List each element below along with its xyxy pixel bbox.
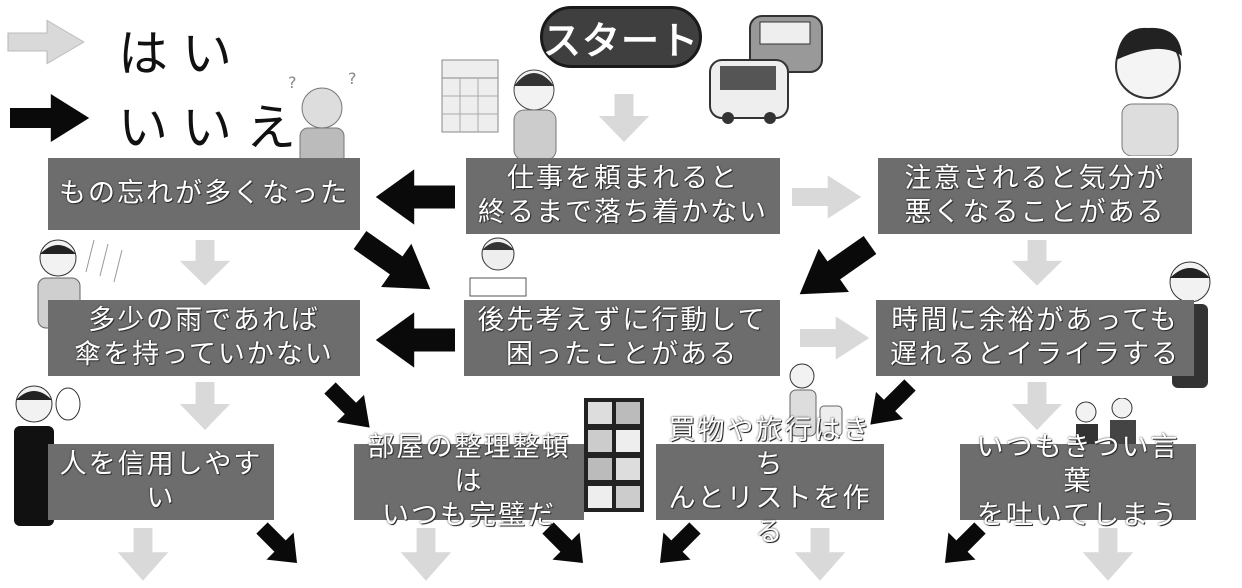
yes-arrow-icon [1011,382,1063,430]
question-trust: 人を信用しやすい [48,444,274,520]
question-act: 後先考えずに行動して 困ったことがある [464,300,780,376]
question-room: 部屋の整理整頓は いつも完璧だ [354,432,584,531]
yes-arrow-icon [400,528,452,581]
start-badge: スタート [540,6,702,68]
businessman-mask-icon [14,385,81,526]
yes-arrow-icon [598,94,650,142]
legend-no-label: いいえ [118,99,310,157]
question-mood: 注意されると気分が 悪くなることがある [878,158,1192,234]
no-arrow-icon [248,514,311,577]
traveler-boy-icon [789,363,843,437]
yes-arrow-icon [1082,528,1134,581]
yes-arrow-icon [792,175,862,219]
annoyed-man-icon [1115,27,1182,156]
question-rain: 多少の雨であれば 傘を持っていかない [48,300,360,376]
question-forget: もの忘れが多くなった [48,158,360,230]
yes-arrow-icon [179,382,231,430]
typing-boy-icon [469,237,527,297]
yes-arrow-icon [1011,240,1063,286]
woman-calendar-icon [441,59,557,160]
question-shop: 買物や旅行はきち んとリストを作る [656,415,884,548]
svg-text:?: ? [288,73,297,92]
legend-yes-label: はい [118,25,246,83]
yes-arrow-icon [179,240,231,286]
svg-text:?: ? [348,72,357,88]
bookshelf-icon [584,398,644,512]
yes-arrow-icon [117,528,169,581]
legend-no-arrow-icon [10,94,90,142]
cars-icon [709,15,823,124]
question-time: 時間に余裕があっても 遅れるとイライラする [876,300,1194,376]
yes-arrow-icon [800,316,870,360]
question-words: いつもきつい言葉 を吐いてしまう [960,432,1196,531]
no-arrow-icon [375,312,455,368]
legend-yes-arrow-icon [7,19,85,65]
question-work: 仕事を頼まれると 終るまで落ち着かない [466,158,780,234]
no-arrow-icon [784,223,886,316]
no-arrow-icon [375,169,455,225]
no-arrow-icon [344,218,446,311]
elderly-woman-icon: ? ? [288,72,357,172]
